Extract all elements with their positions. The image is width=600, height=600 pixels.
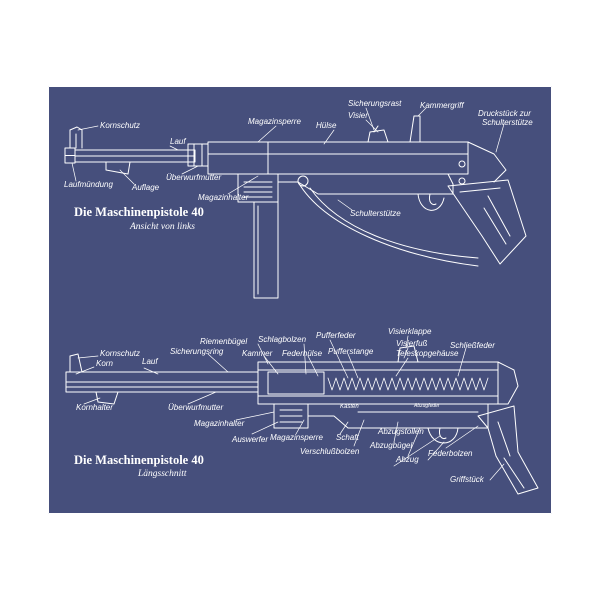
label-griffstueck: Griffstück: [450, 475, 484, 484]
label-kammergriff: Kammergriff: [420, 101, 464, 110]
label-magazinsperre-top: Magazinsperre: [248, 117, 301, 126]
label-kornschutz-bottom: Kornschutz: [100, 349, 141, 358]
label-visierklappe: Visierklappe: [388, 327, 432, 336]
subtitle-bottom: Längsschnitt: [138, 469, 187, 479]
leader-lines-top: [71, 107, 505, 211]
label-kammer: Kammer: [242, 349, 273, 358]
barrel-nut: [187, 143, 209, 167]
leader-lines-bottom: [75, 335, 505, 481]
label-verschlussbolzen: Verschlußbolzen: [300, 447, 360, 456]
label-pufferfeder: Pufferfeder: [316, 331, 356, 340]
label-schlagbolzen: Schlagbolzen: [258, 335, 307, 344]
label-laufmuendung: Laufmündung: [64, 180, 113, 189]
label-teleskopgehaeuse: Teleskopgehäuse: [396, 349, 459, 358]
label-korn: Korn: [96, 359, 113, 368]
blueprint-poster: Kornschutz Lauf Laufmündung Auflage Über…: [48, 86, 552, 514]
label-schliessfeder: Schließfeder: [450, 341, 495, 350]
section-pistol-grip: [477, 405, 539, 495]
magazine: [253, 201, 279, 299]
blueprint-drawing: [48, 86, 552, 514]
title-bottom: Die Maschinenpistole 40: [74, 453, 204, 467]
label-ueberwurfmutter-top: Überwurfmutter: [166, 173, 222, 182]
trigger-guard: [417, 193, 445, 211]
label-kasten: Kasten: [340, 404, 359, 410]
label-huelse: Hülse: [316, 121, 337, 130]
label-magazinsperre-bottom: Magazinsperre: [270, 433, 323, 442]
poster-frame: [48, 86, 552, 514]
section-trigger-housing: [307, 403, 489, 429]
label-ueberwurfmutter-bottom: Überwurfmutter: [168, 403, 224, 412]
label-abzugstollen: Abzugstollen: [378, 427, 424, 436]
subtitle-top: Ansicht von links: [130, 222, 195, 232]
label-sicherungsring: Sicherungsring: [170, 347, 224, 356]
label-lauf-bottom: Lauf: [142, 357, 158, 366]
receiver: [207, 141, 469, 175]
label-auswerfer: Auswerfer: [232, 435, 269, 444]
barrel-rest: [105, 161, 131, 175]
label-schulterstuetze: Schulterstütze: [350, 209, 401, 218]
label-magazinhalter-top: Magazinhalter: [198, 193, 249, 202]
label-federhuelse: Federhülse: [282, 349, 323, 358]
lower-frame: [277, 173, 454, 195]
cocking-handle: [409, 115, 421, 143]
section-front-sight: [69, 353, 83, 373]
label-druckstueck-line1: Druckstück zur: [478, 109, 531, 118]
label-federbolzen: Federbolzen: [428, 449, 473, 458]
section-magazine-well: [273, 403, 309, 429]
mp40-side-view: [64, 115, 527, 299]
label-riemenbuegel: Riemenbügel: [200, 337, 248, 346]
label-pufferstange: Pufferstange: [328, 347, 374, 356]
label-abzugbuegel: Abzugbügel: [370, 441, 413, 450]
label-visier-top: Visier: [348, 111, 368, 120]
label-druckstueck-line2: Schulterstütze: [482, 118, 533, 127]
label-magazinhalter-bottom: Magazinhalter: [194, 419, 245, 428]
section-bolt: [267, 371, 325, 395]
label-abzug: Abzug: [396, 455, 419, 464]
label-kornschutz-top: Kornschutz: [100, 121, 141, 130]
section-rear-sight: [397, 345, 419, 363]
label-sicherungsrast: Sicherungsrast: [348, 99, 402, 108]
shoulder-stock: [297, 181, 479, 267]
recoil-spring: [327, 377, 489, 391]
pistol-grip: [447, 179, 527, 265]
label-visierfuss: Visierfuß: [396, 339, 428, 348]
label-schaft: Schaft: [336, 433, 359, 442]
trigger: [429, 193, 437, 205]
label-lauf-top: Lauf: [170, 137, 186, 146]
front-sight-guard: [69, 126, 83, 149]
label-abzugfeder: Abzugfeder: [414, 403, 440, 409]
label-auflage: Auflage: [132, 183, 160, 192]
label-kornhalter: Kornhalter: [76, 403, 113, 412]
mp40-cross-section: [65, 345, 539, 495]
title-top: Die Maschinenpistole 40: [74, 205, 204, 219]
